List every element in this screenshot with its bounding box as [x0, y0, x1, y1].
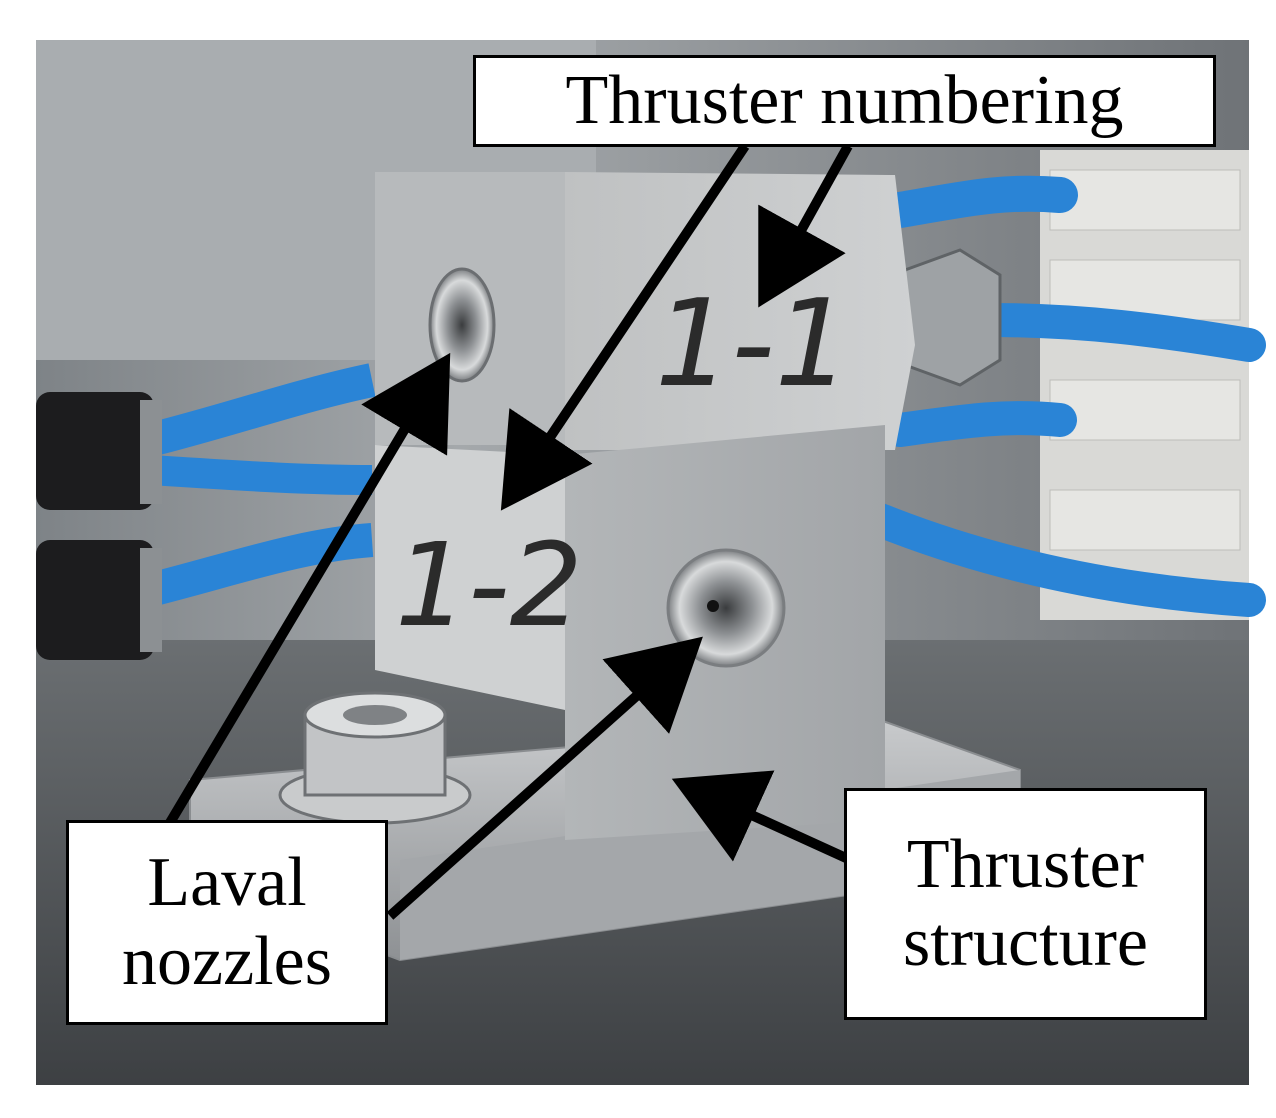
thruster-structure-label: Thruster structure: [844, 788, 1207, 1020]
arrow-nozzles-to-upper-hole: [163, 352, 451, 829]
socket-screw: [278, 691, 472, 825]
blue-tubes-right: [863, 175, 1266, 617]
thruster-structure-line1: Thruster: [906, 825, 1145, 903]
handwritten-mark-1-2: 1-2: [395, 519, 583, 653]
arrow-structure-to-block: [671, 770, 849, 863]
annotation-arrows: [163, 143, 853, 920]
arrow-numbering-to-1-1: [758, 143, 853, 308]
arrow-numbering-to-1-2: [500, 143, 750, 511]
thruster-structure-line2: structure: [903, 904, 1148, 981]
laval-nozzles-line2: nozzles: [122, 922, 332, 1000]
thruster-numbering-label: Thruster numbering: [473, 55, 1216, 147]
thruster-numbering-text: Thruster numbering: [565, 61, 1124, 139]
hex-fitting: [903, 248, 1002, 387]
laval-nozzles-label: Laval nozzles: [66, 820, 388, 1025]
laval-nozzles-line1: Laval: [147, 844, 307, 922]
arrow-nozzles-to-front-hole: [386, 636, 703, 920]
nozzle-hole-upper: [428, 267, 496, 383]
valve-manifold: [1040, 150, 1249, 620]
handwritten-mark-1-1: 1-1: [655, 275, 851, 414]
left-connectors: [36, 363, 376, 660]
lower-block-left-face: [375, 445, 565, 710]
